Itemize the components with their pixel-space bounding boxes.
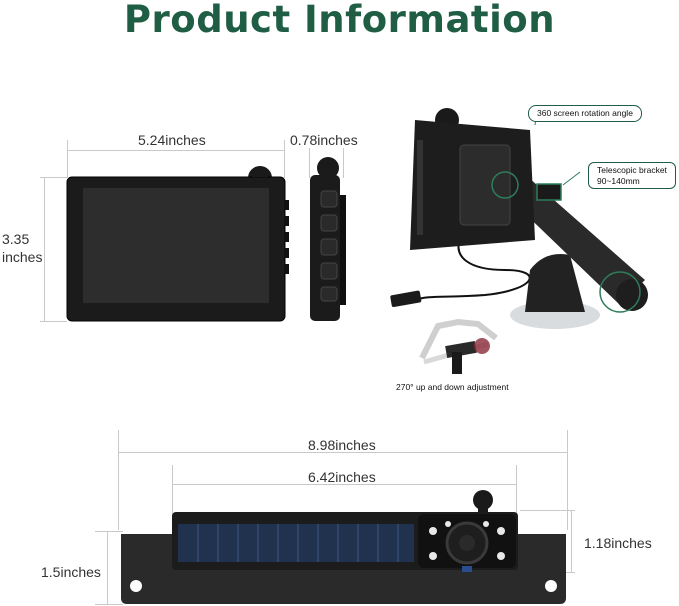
solar-panel	[178, 524, 414, 562]
dimension-line	[67, 150, 285, 151]
dimension-guide	[95, 531, 123, 532]
dimension-line	[44, 177, 45, 322]
page-title: Product Information	[123, 0, 556, 41]
dimension-guide	[172, 465, 173, 520]
adjustment-caption: 270° up and down adjustment	[396, 382, 509, 392]
monitor-mount-image	[390, 108, 648, 329]
camera-width-label: 6.42inches	[308, 469, 376, 485]
monitor-front-image	[66, 166, 289, 322]
dimension-guide	[67, 140, 68, 178]
dimension-guide	[118, 430, 119, 530]
antenna-knob	[317, 157, 339, 179]
dimension-line	[107, 531, 108, 604]
monitor-screen	[83, 188, 269, 303]
cable-connector	[390, 290, 422, 308]
bracket-callout: Telescopic bracket 90~140mm	[588, 162, 676, 190]
dimension-line	[172, 484, 517, 485]
monitor-side-image	[310, 157, 346, 321]
rotation-callout: 360 screen rotation angle	[528, 105, 642, 122]
monitor-width-label: 5.24inches	[138, 132, 206, 148]
dimension-guide	[520, 510, 575, 511]
dimension-line	[571, 510, 572, 573]
dimension-guide	[309, 140, 310, 178]
monitor-height-label: 3.35 inches	[2, 230, 43, 266]
camera-height-label: 1.18inches	[584, 535, 652, 551]
plate-height-label: 1.5inches	[41, 564, 101, 580]
dimension-guide	[284, 140, 285, 178]
dimension-guide	[40, 177, 67, 178]
plate-width-label: 8.98inches	[308, 437, 376, 453]
dimension-guide	[40, 321, 67, 322]
dimension-guide	[567, 430, 568, 530]
dimension-guide	[516, 465, 517, 520]
dimension-line	[118, 452, 568, 453]
dimension-guide	[343, 140, 344, 178]
adjustment-inset-image	[419, 318, 498, 374]
solar-camera-image	[121, 490, 566, 604]
dimension-guide	[95, 604, 123, 605]
monitor-depth-label: 0.78inches	[290, 132, 358, 148]
